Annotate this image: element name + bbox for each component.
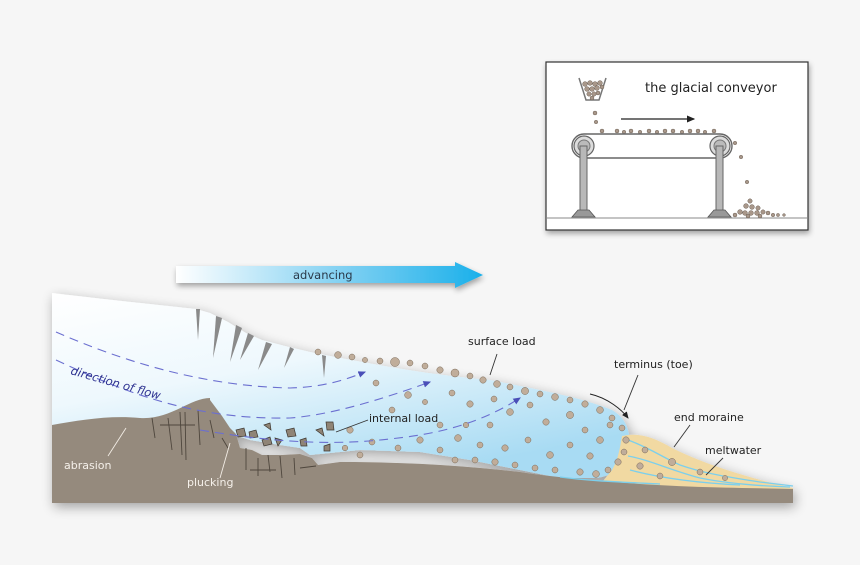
rock-debris [314,348,728,481]
surface-load-label: surface load [468,335,536,348]
advancing-arrow [176,262,483,288]
meltwater-label: meltwater [705,444,762,457]
leader-lines-light [107,427,231,479]
plucking-label: plucking [187,476,233,489]
terminus-arrow [589,393,629,419]
cross-section [52,293,793,503]
meltwater-streams [559,439,794,488]
plucked-blocks [235,421,335,452]
terminus-label: terminus (toe) [614,358,693,371]
bedrock-fractures [151,409,317,479]
flow-lines [55,331,521,443]
leader-lines [335,353,724,476]
internal-load-label: internal load [369,412,438,425]
crevasses [196,309,326,378]
advancing-label: advancing [293,268,353,282]
end-moraine-label: end moraine [674,411,744,424]
conveyor-title: the glacial conveyor [645,81,777,96]
abrasion-label: abrasion [64,459,112,472]
conveyor-illustration: the glacial conveyor [547,77,807,219]
